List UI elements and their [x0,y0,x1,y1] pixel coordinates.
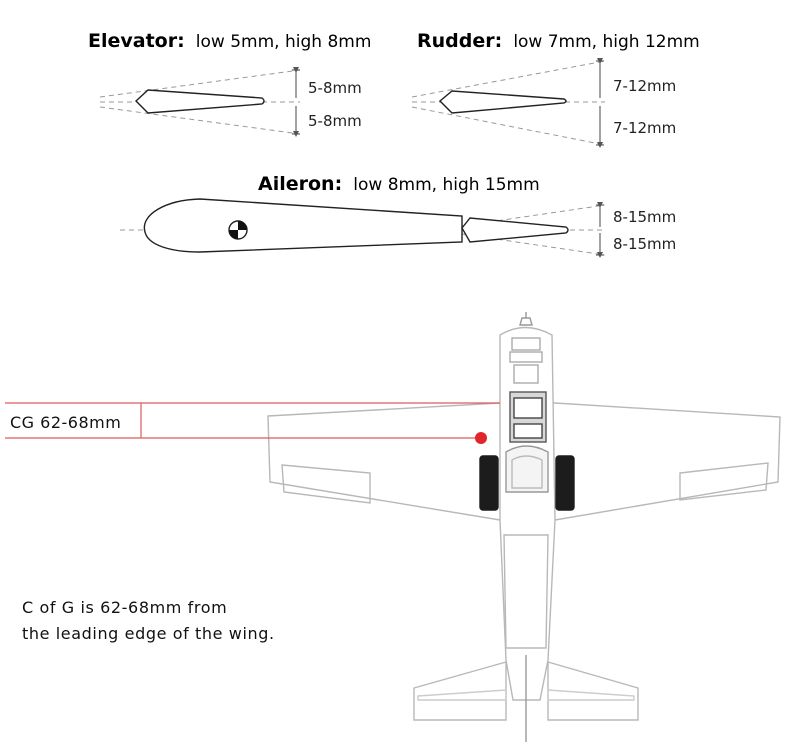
aileron-diagram [120,198,606,258]
elevator-spec: low 5mm, high 8mm [196,32,372,52]
rudder-title: Rudder: low 7mm, high 12mm [417,30,700,52]
elevator-diagram [99,67,301,137]
rudder-name: Rudder: [417,30,502,52]
aileron-up-throw: 8-15mm [613,208,676,226]
cg-label: CG 62-68mm [10,413,121,432]
rudder-down-throw: 7-12mm [613,119,676,137]
cg-note-line-1: C of G is 62-68mm from [22,598,227,617]
aileron-down-throw: 8-15mm [613,235,676,253]
elevator-down-throw: 5-8mm [308,112,362,130]
rudder-up-throw: 7-12mm [613,77,676,95]
cg-marker [475,432,487,444]
elevator-name: Elevator: [88,30,185,52]
elevator-up-throw: 5-8mm [308,79,362,97]
airplane-top-view [267,312,781,742]
rudder-spec: low 7mm, high 12mm [513,32,699,52]
cg-symbol-icon [228,220,248,240]
cg-reference-lines [5,402,500,439]
aileron-name: Aileron: [258,173,342,195]
elevator-title: Elevator: low 5mm, high 8mm [88,30,371,52]
aileron-title: Aileron: low 8mm, high 15mm [258,173,540,195]
rudder-diagram [411,58,606,148]
cg-note-line-2: the leading edge of the wing. [22,624,275,643]
aileron-spec: low 8mm, high 15mm [353,175,539,195]
